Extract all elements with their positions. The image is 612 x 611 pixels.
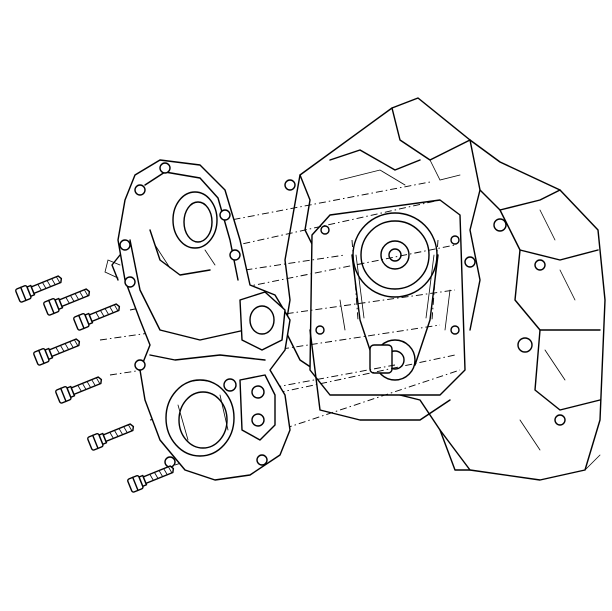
bolt-hole (251, 413, 265, 427)
camshaft-boss (172, 191, 218, 249)
cover-bolt (33, 338, 81, 366)
water-pump-pad (239, 374, 276, 441)
bolt-hole (134, 184, 146, 196)
cover-bolt (73, 303, 121, 331)
camshaft-bolt (380, 240, 410, 270)
alignment-line (259, 364, 396, 391)
bolt-hole (134, 359, 146, 371)
bolt-hole (256, 454, 268, 466)
boss-hole (517, 337, 533, 353)
alignment-line (204, 181, 431, 226)
fastener-group (15, 275, 175, 493)
cover-bolt (55, 376, 103, 404)
alignment-line (129, 244, 456, 311)
cover-bolt (15, 275, 63, 303)
cover-bolt (127, 465, 175, 493)
cover-bolt (43, 288, 91, 316)
bolt-hole (159, 162, 171, 174)
alignment-line (109, 324, 441, 376)
bolt-hole (219, 209, 231, 221)
pump-bore (249, 305, 275, 335)
dowel-pin (450, 325, 460, 335)
dowel-pin (450, 235, 460, 245)
dowel-pin (320, 225, 330, 235)
crank-key (369, 344, 393, 374)
bolt-hole (119, 239, 131, 251)
boss-hole (464, 256, 476, 268)
crankshaft-seal-bore (165, 379, 235, 457)
boss-hole (554, 414, 566, 426)
dowel-pin (315, 325, 325, 335)
timing-chain-and-sprockets (309, 199, 466, 421)
alignment-line (149, 354, 456, 421)
front-cover (104, 159, 291, 481)
bolt-hole (229, 249, 241, 261)
bolt-hole (124, 276, 136, 288)
boss-hole (284, 179, 296, 191)
bolt-hole (223, 378, 237, 392)
cover-bolt (87, 423, 135, 451)
bolt-hole (251, 385, 265, 399)
boss-hole (493, 218, 507, 232)
boss-hole (534, 259, 546, 271)
alignment-line (214, 199, 441, 251)
